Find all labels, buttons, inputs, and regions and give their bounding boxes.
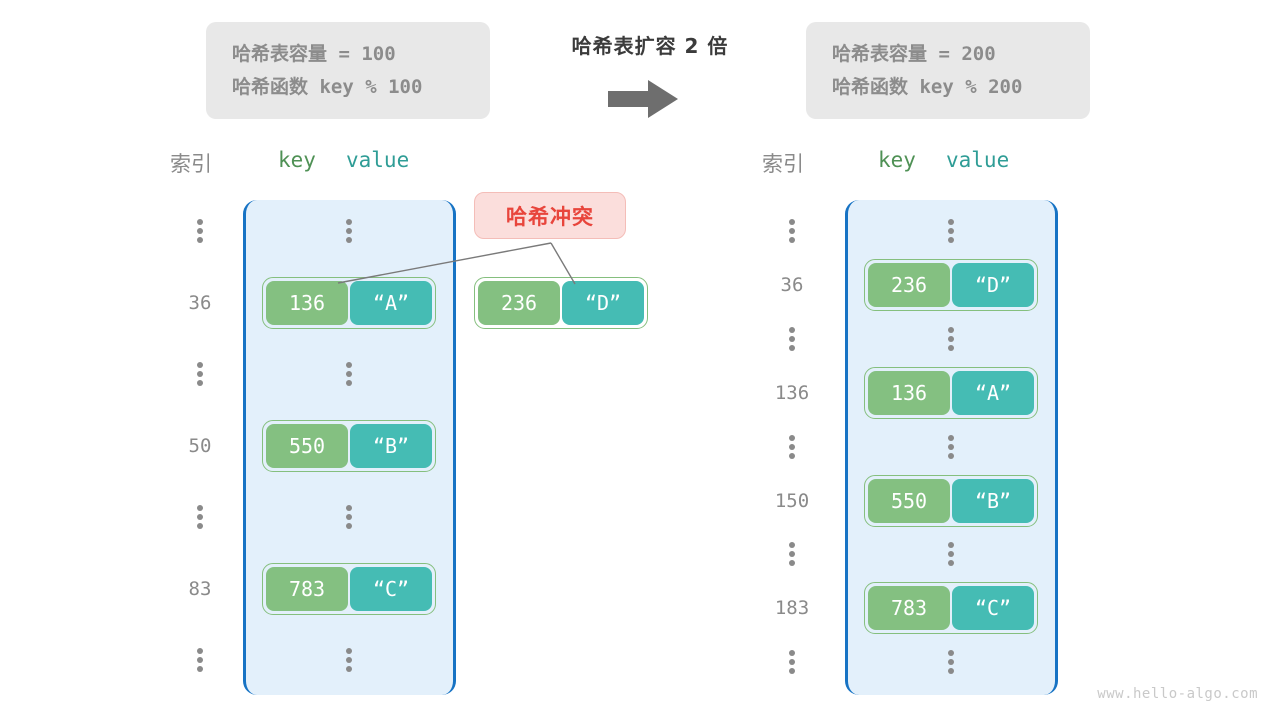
table-row: 550“B” xyxy=(864,474,1038,527)
row-index: 50 xyxy=(188,434,212,457)
header-index-right: 索引 xyxy=(762,152,804,176)
index-ellipsis-icon xyxy=(787,647,797,677)
entry-value: “B” xyxy=(952,478,1034,523)
row-index: 36 xyxy=(188,291,212,314)
table-row: 783“C” xyxy=(864,582,1038,635)
header-key-left: key xyxy=(278,148,316,172)
entry-value: “C” xyxy=(350,566,432,611)
entry-key: 136 xyxy=(266,280,348,325)
index-ellipsis-icon xyxy=(195,216,205,246)
function-label: 哈希函数 xyxy=(232,75,309,98)
entry-key: 550 xyxy=(868,478,950,523)
entry-value: “D” xyxy=(562,281,644,325)
index-ellipsis-icon xyxy=(787,432,797,462)
diagram-title: 哈希表扩容 2 倍 xyxy=(571,34,729,58)
capacity-label: 哈希表容量 xyxy=(232,43,328,65)
table-row: 136“A” xyxy=(262,276,436,329)
entry-value: “D” xyxy=(952,262,1034,307)
table-row: 550“B” xyxy=(262,419,436,472)
capacity-value: = 100 xyxy=(327,43,396,65)
entry-key: 783 xyxy=(266,566,348,611)
index-ellipsis-icon xyxy=(195,359,205,389)
row-index: 150 xyxy=(774,489,810,512)
entry-value: “C” xyxy=(952,586,1034,631)
row-ellipsis-icon xyxy=(946,539,956,569)
row-ellipsis-icon xyxy=(344,502,354,532)
entry-value: “B” xyxy=(350,423,432,468)
index-ellipsis-icon xyxy=(195,645,205,675)
function-value: key % 200 xyxy=(908,75,1023,98)
info-box-after: 哈希表容量 = 200 哈希函数 key % 200 xyxy=(806,22,1090,120)
capacity-line-before: 哈希表容量 = 100 xyxy=(232,38,464,71)
function-line-before: 哈希函数 key % 100 xyxy=(232,71,464,104)
watermark: www.hello-algo.com xyxy=(1097,686,1258,702)
entry-key: 136 xyxy=(868,370,950,415)
function-label: 哈希函数 xyxy=(832,75,909,98)
row-index: 36 xyxy=(780,273,804,296)
index-ellipsis-icon xyxy=(787,216,797,246)
entry-key: 783 xyxy=(868,586,950,631)
row-ellipsis-icon xyxy=(946,324,956,354)
header-value-left: value xyxy=(346,148,410,172)
row-ellipsis-icon xyxy=(946,216,956,246)
table-row: 236“D” xyxy=(864,258,1038,311)
row-ellipsis-icon xyxy=(344,645,354,675)
entry-value: “A” xyxy=(350,280,432,325)
row-ellipsis-icon xyxy=(946,432,956,462)
row-ellipsis-icon xyxy=(344,216,354,246)
header-value-right: value xyxy=(946,148,1010,172)
colliding-entry: 236 “D” xyxy=(474,277,648,329)
capacity-label: 哈希表容量 xyxy=(832,43,928,65)
entry-key: 236 xyxy=(478,281,560,325)
table-row: 783“C” xyxy=(262,562,436,615)
collision-label: 哈希冲突 xyxy=(474,192,626,239)
entry-value: “A” xyxy=(952,370,1034,415)
row-ellipsis-icon xyxy=(946,647,956,677)
function-line-after: 哈希函数 key % 200 xyxy=(832,71,1064,104)
info-box-before: 哈希表容量 = 100 哈希函数 key % 100 xyxy=(206,22,490,120)
table-row: 136“A” xyxy=(864,366,1038,419)
function-value: key % 100 xyxy=(308,75,423,98)
row-ellipsis-icon xyxy=(344,359,354,389)
capacity-line-after: 哈希表容量 = 200 xyxy=(832,38,1064,71)
index-ellipsis-icon xyxy=(195,502,205,532)
index-ellipsis-icon xyxy=(787,539,797,569)
arrow-right-icon xyxy=(608,80,678,118)
entry-key: 550 xyxy=(266,423,348,468)
row-index: 136 xyxy=(774,381,810,404)
row-index: 183 xyxy=(774,597,810,620)
header-key-right: key xyxy=(878,148,916,172)
row-index: 83 xyxy=(188,577,212,600)
index-ellipsis-icon xyxy=(787,324,797,354)
entry-key: 236 xyxy=(868,262,950,307)
header-index-left: 索引 xyxy=(170,152,212,176)
capacity-value: = 200 xyxy=(927,43,996,65)
